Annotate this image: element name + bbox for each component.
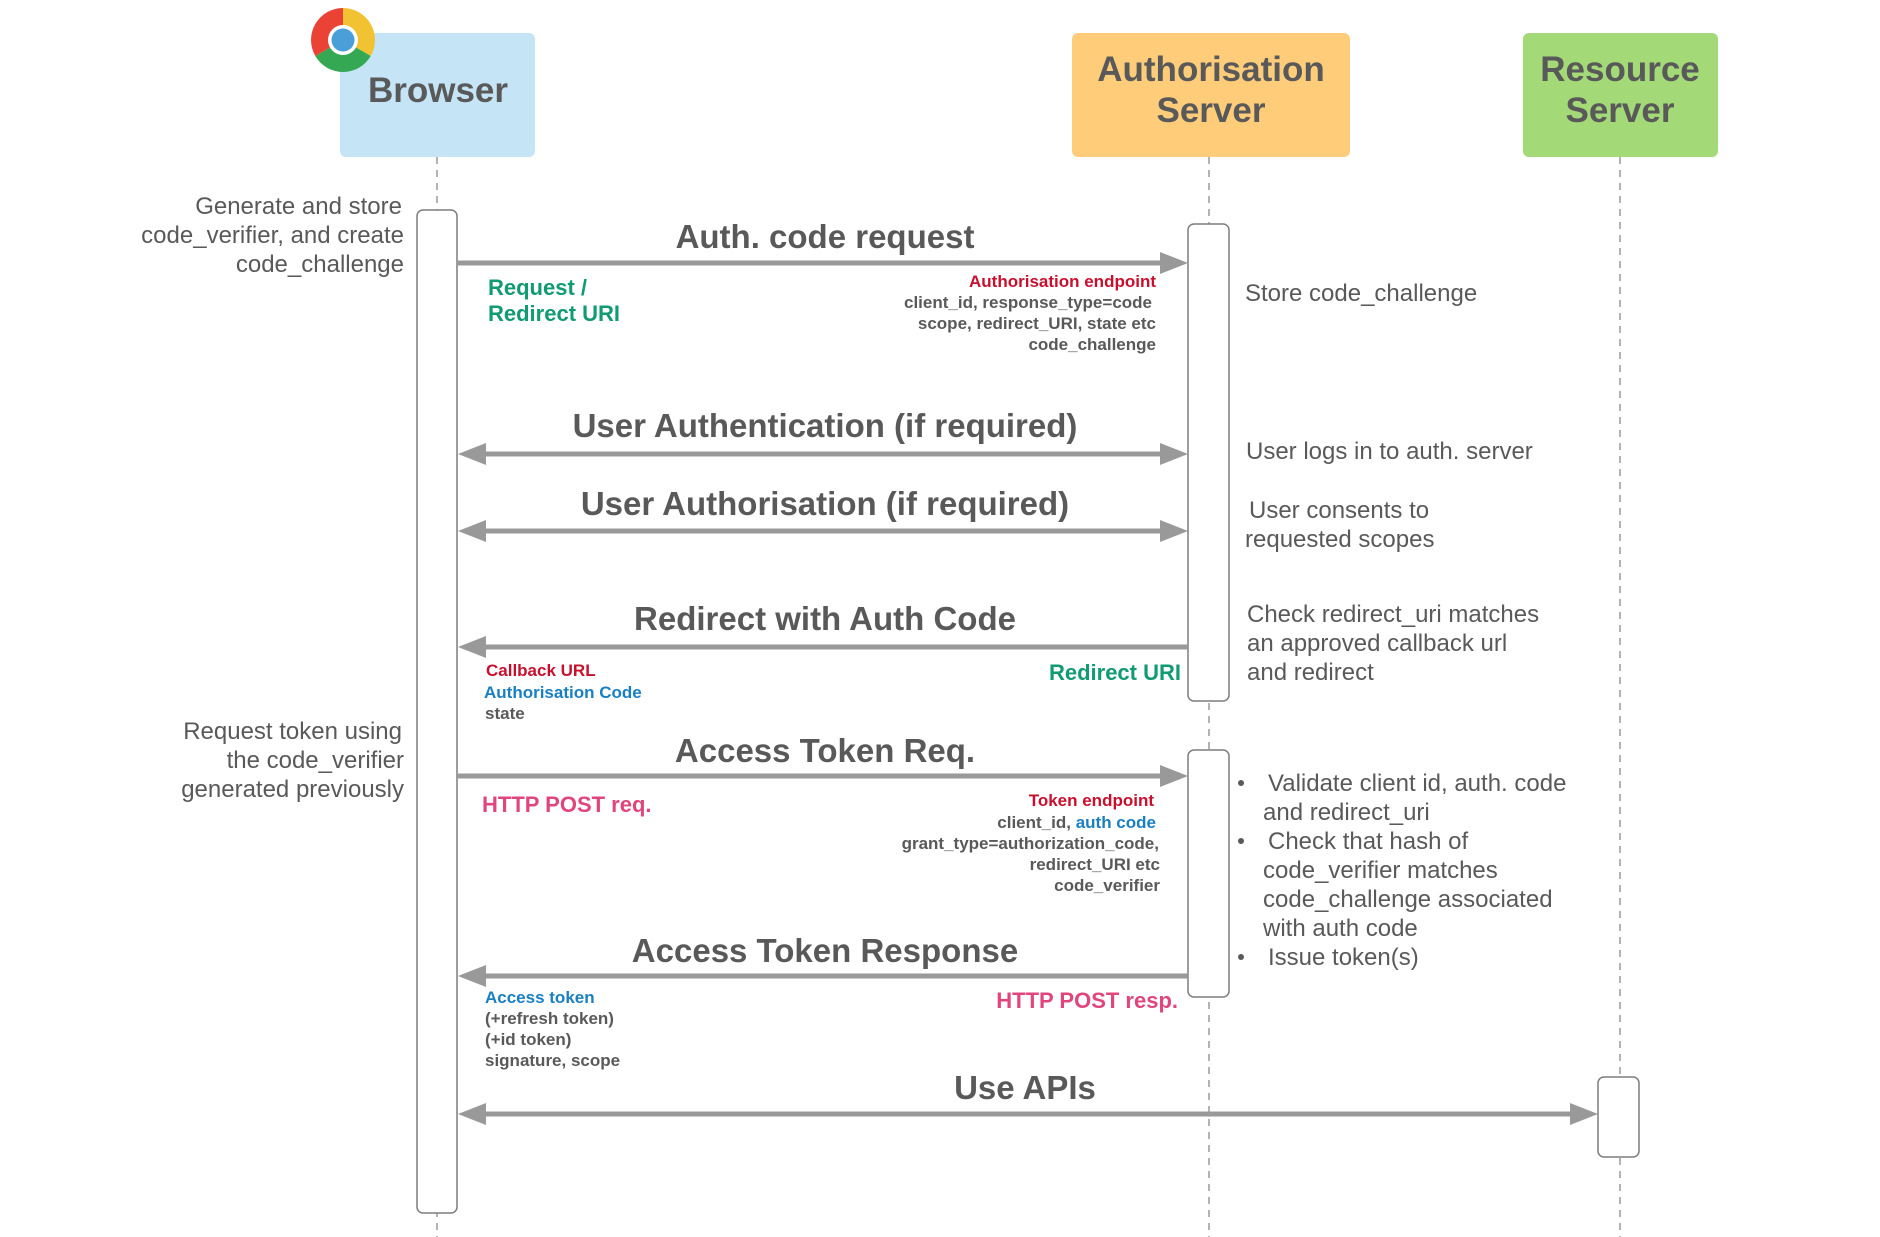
svg-text:with auth code: with auth code bbox=[1262, 915, 1418, 942]
message-access-token-request: Access Token Req. HTTP POST req. Token e… bbox=[457, 732, 1188, 895]
message-redirect-with-auth-code: Redirect with Auth Code Callback URL Aut… bbox=[458, 600, 1188, 723]
svg-text:Check that hash of: Check that hash of bbox=[1268, 828, 1468, 855]
browser-activation bbox=[416, 209, 458, 1214]
resource-server-label-line2: Server bbox=[1566, 91, 1675, 130]
message-user-authorisation: User Authorisation (if required) bbox=[458, 485, 1188, 542]
svg-text:Issue token(s): Issue token(s) bbox=[1268, 944, 1419, 971]
auth-server-label-line1: Authorisation bbox=[1097, 50, 1324, 89]
svg-text:redirect_URI etc: redirect_URI etc bbox=[1030, 855, 1160, 874]
svg-text:Redirect URI: Redirect URI bbox=[488, 301, 620, 326]
note-check-redirect: Check redirect_uri matches an approved c… bbox=[1247, 601, 1539, 686]
svg-text:Redirect with Auth Code: Redirect with Auth Code bbox=[634, 600, 1016, 637]
svg-text:code_verifier: code_verifier bbox=[1054, 876, 1160, 895]
authorisation-endpoint-label: Authorisation endpoint bbox=[969, 272, 1156, 291]
svg-text:User Authentication (if requir: User Authentication (if required) bbox=[573, 407, 1078, 444]
bullet-icon bbox=[1238, 838, 1244, 844]
svg-text:and redirect_uri: and redirect_uri bbox=[1263, 799, 1430, 826]
resource-server-activation bbox=[1597, 1076, 1640, 1158]
resource-server-label-line1: Resource bbox=[1540, 50, 1700, 89]
svg-text:generated previously: generated previously bbox=[181, 776, 404, 803]
svg-text:scope, redirect_URI, state etc: scope, redirect_URI, state etc bbox=[918, 314, 1156, 333]
svg-text:code_verifier, and create: code_verifier, and create bbox=[141, 222, 404, 249]
svg-text:state: state bbox=[485, 704, 525, 723]
arrow-head-right bbox=[1160, 252, 1188, 274]
svg-text:(+refresh token): (+refresh token) bbox=[485, 1009, 614, 1028]
svg-text:Validate client id, auth. code: Validate client id, auth. code bbox=[1268, 770, 1566, 797]
auth-server-label-line2: Server bbox=[1157, 91, 1266, 130]
callback-url-label: Callback URL bbox=[486, 661, 596, 680]
note-token-validation-list: Validate client id, auth. code and redir… bbox=[1238, 770, 1566, 971]
svg-text:(+id token): (+id token) bbox=[485, 1030, 571, 1049]
svg-text:Request token using: Request token using bbox=[183, 718, 402, 745]
svg-text:Check redirect_uri matches: Check redirect_uri matches bbox=[1247, 601, 1539, 628]
http-post-resp-tag: HTTP POST resp. bbox=[996, 988, 1178, 1013]
svg-text:User Authorisation (if requir: User Authorisation (if required) bbox=[581, 485, 1069, 522]
svg-text:Generate and store: Generate and store bbox=[195, 193, 402, 220]
access-token-label: Access token bbox=[485, 988, 595, 1007]
note-user-consents: User consents to requested scopes bbox=[1245, 497, 1434, 553]
message-access-token-response: Access Token Response Access token (+ref… bbox=[458, 932, 1188, 1070]
message-auth-code-request: Auth. code request Request / Redirect UR… bbox=[457, 218, 1188, 354]
svg-text:code_challenge: code_challenge bbox=[236, 251, 404, 278]
note-request-token: Request token using the code_verifier ge… bbox=[181, 718, 404, 803]
chrome-logo-icon bbox=[311, 8, 375, 72]
message-user-authentication: User Authentication (if required) bbox=[458, 407, 1188, 465]
auth-code-request-label: Auth. code request bbox=[676, 218, 975, 255]
svg-text:client_id, response_type=code: client_id, response_type=code bbox=[904, 293, 1152, 312]
note-user-logs-in: User logs in to auth. server bbox=[1246, 438, 1533, 465]
svg-text:and redirect: and redirect bbox=[1247, 659, 1374, 686]
svg-text:code_challenge associated: code_challenge associated bbox=[1263, 886, 1553, 913]
redirect-uri-tag: Redirect URI bbox=[1049, 660, 1181, 685]
svg-text:Use APIs: Use APIs bbox=[954, 1069, 1096, 1106]
svg-text:grant_type=authorization_code,: grant_type=authorization_code, bbox=[902, 834, 1159, 853]
auth-server-activation-2 bbox=[1187, 749, 1230, 998]
bullet-icon bbox=[1238, 780, 1244, 786]
svg-text:Access Token Req.: Access Token Req. bbox=[675, 732, 975, 769]
note-generate-code-verifier: Generate and store code_verifier, and cr… bbox=[141, 193, 404, 278]
token-params-client-line: client_id, auth code bbox=[997, 813, 1156, 832]
request-redirect-uri-tag: Request / bbox=[488, 275, 587, 300]
message-use-apis: Use APIs bbox=[458, 1069, 1598, 1125]
svg-text:code_verifier matches: code_verifier matches bbox=[1263, 857, 1498, 884]
authorisation-code-label: Authorisation Code bbox=[484, 683, 642, 702]
bullet-icon bbox=[1238, 954, 1244, 960]
http-post-req-tag: HTTP POST req. bbox=[482, 792, 652, 817]
auth-server-activation-1 bbox=[1187, 223, 1230, 702]
svg-text:requested scopes: requested scopes bbox=[1245, 526, 1434, 553]
svg-text:the code_verifier: the code_verifier bbox=[227, 747, 404, 774]
token-endpoint-label: Token endpoint bbox=[1029, 791, 1155, 810]
browser-label: Browser bbox=[368, 71, 508, 110]
note-store-code-challenge: Store code_challenge bbox=[1245, 280, 1477, 307]
resource-server-box bbox=[1523, 33, 1718, 157]
svg-text:an approved callback url: an approved callback url bbox=[1247, 630, 1507, 657]
auth-server-box bbox=[1072, 33, 1350, 157]
svg-text:Access Token Response: Access Token Response bbox=[632, 932, 1018, 969]
svg-text:code_challenge: code_challenge bbox=[1028, 335, 1156, 354]
svg-text:User consents to: User consents to bbox=[1249, 497, 1429, 524]
browser-box bbox=[340, 33, 535, 157]
svg-text:signature, scope: signature, scope bbox=[485, 1051, 620, 1070]
